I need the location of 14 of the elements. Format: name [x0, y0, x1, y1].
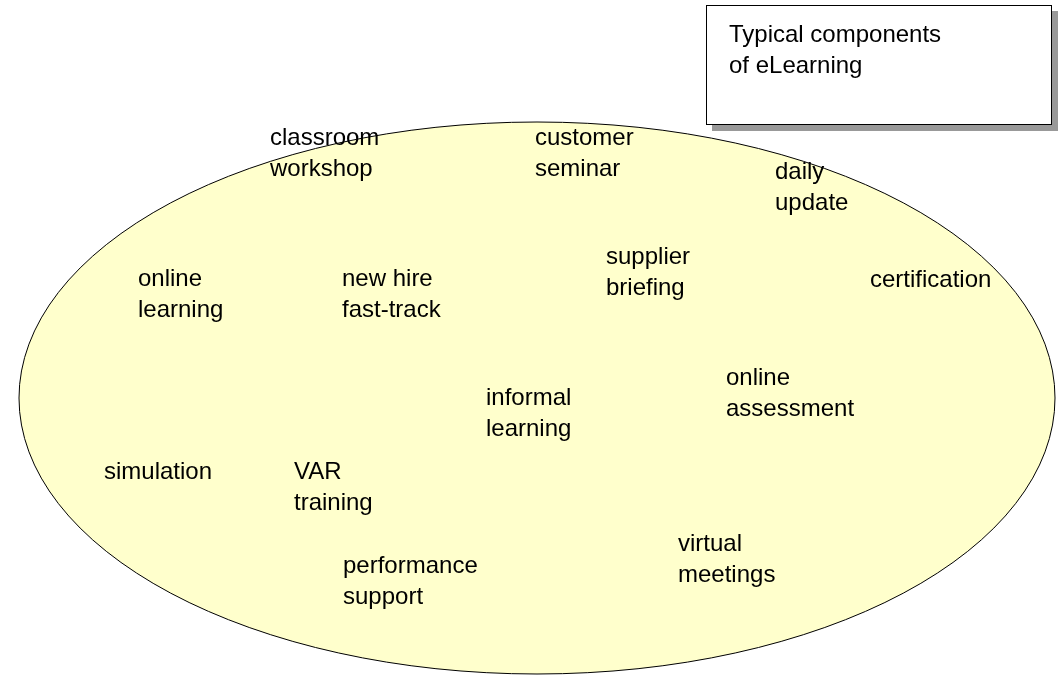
component-label: customer seminar: [535, 122, 635, 183]
component-label: performance support: [343, 550, 479, 611]
component-label: online learning: [138, 263, 225, 324]
component-label: certification: [870, 264, 993, 294]
component-label: daily update: [775, 156, 850, 217]
component-label: new hire fast-track: [342, 263, 442, 324]
component-label: online assessment: [726, 362, 856, 423]
component-label: supplier briefing: [606, 241, 692, 302]
component-label: simulation: [104, 456, 214, 486]
component-label: virtual meetings: [678, 528, 777, 589]
component-label: classroom workshop: [270, 122, 381, 183]
component-label: VAR training: [294, 456, 374, 517]
title-text: Typical components of eLearning: [729, 19, 943, 80]
component-label: informal learning: [486, 382, 573, 443]
